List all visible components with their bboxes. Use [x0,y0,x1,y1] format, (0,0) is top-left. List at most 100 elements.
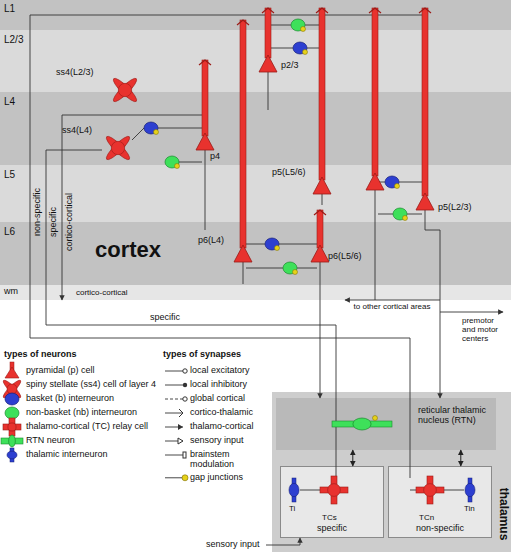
legend-text: pyramidal (p) cell [26,366,158,376]
node-label: L6 [4,226,511,237]
pyramidal-tuft [316,8,328,13]
wire [279,244,317,245]
pyramidal-soma [311,245,329,262]
wire [243,262,244,284]
connector [460,450,461,466]
legend-text: thalamic interneuron [26,450,158,460]
wire [322,194,323,205]
pyramidal-dendrite [202,60,208,136]
stellate-arm [104,134,132,162]
part-label: cortico-cortical [76,289,128,298]
neuron-drawing [30,8,503,545]
pyramidal-tuft [262,8,274,13]
gap-junction [301,27,306,32]
pyramidal-dendrite [422,8,428,196]
part-label: p5(L2/3) [438,203,472,213]
part-label: ss4(L4) [62,126,92,136]
gap-junction [395,184,400,189]
wire [307,48,319,49]
thalamus-region: thalamusreticular thalamic nucleus (RTN)… [272,392,511,552]
stellate-arm [111,76,139,104]
legend-row: brainstem modulation [190,450,268,470]
interneuron [291,19,305,31]
interneuron [385,176,399,188]
wire [305,25,319,26]
legend-row: cortico-thalamic [190,408,268,418]
part-label: ss4(L2/3) [56,68,94,78]
wire [246,244,265,245]
part-label: premotor and motor centers [462,317,508,343]
thalamic-interneuron-soma [465,483,475,496]
wire [300,490,320,491]
region-title: cortex [95,238,161,262]
wire [378,214,393,215]
pyramidal-tuft [199,60,211,65]
interneuron [283,262,297,274]
layer-band: L5 [0,165,511,222]
nucleus-box: non-specific [388,466,492,538]
pyramidal-dendrite [265,8,271,58]
part-label: Ti [289,505,295,514]
thalamic-interneuron-soma [289,483,299,496]
wire [271,25,291,26]
wire [399,182,422,183]
legend-row: gap junctions [190,473,268,483]
synapse-end [183,369,187,373]
legend-row: spiny stellate (ss4) cell of layer 4 [26,380,158,390]
interneuron [293,42,307,54]
pyramidal-soma [196,133,214,150]
part-label: TCn [419,514,434,523]
wire [375,190,376,300]
pyramidal-dendrite [372,8,378,176]
legend-row: pyramidal (p) cell [26,366,158,376]
interneuron [5,393,19,405]
wire [205,150,206,230]
legend-text: basket (b) interneuron [26,394,158,404]
synapse-line [165,371,183,372]
legend-text: local inhibitory [190,380,268,390]
wire [268,72,269,110]
gap-junction [403,216,408,221]
pyramidal-soma [5,367,19,378]
interneuron [144,122,158,134]
node-label: L2/3 [4,34,511,45]
part-label: p6(L4) [198,236,224,246]
stellate-soma [111,141,124,154]
gap-junction [303,50,308,55]
wire [440,312,503,313]
legend-text: gap junctions [190,473,268,483]
legend-text: thalamo-cortical (TC) relay cell [26,422,158,432]
synapse-end [178,424,183,430]
relay-cell-soma [424,484,437,497]
connector [352,450,353,466]
synapse-end [183,397,187,401]
gap-junction [275,246,280,251]
synapse-line [165,413,183,414]
interneuron [165,156,179,168]
pyramidal-soma [234,245,252,262]
interneuron [265,238,279,250]
legend-row: local excitatory [190,366,268,376]
legend-text: sensory input [190,436,268,446]
relay-cell-soma [328,484,341,497]
node-label: reticular thalamic nucleus (RTN) [418,406,494,426]
synapse-line [165,477,183,478]
node-label: non-specific [389,524,491,534]
pyramidal-dendrite [319,8,325,180]
node-label: L4 [4,96,511,107]
wire [271,48,293,49]
layer-band: L2/3 [0,30,511,92]
part-label: p5(L5/6) [272,168,306,178]
relay-cell-soma [8,423,16,431]
layer-band: L6 [0,222,511,285]
legend-row: basket (b) interneuron [26,394,158,404]
interneuron [5,407,19,419]
legend-text: local excitatory [190,366,268,376]
part-label: TCs [322,514,337,523]
rtn-soma [9,435,16,447]
synapse-end [178,438,183,444]
legend-row: global cortical [190,394,268,404]
synapse-end [183,383,187,387]
stellate-soma [7,384,17,394]
